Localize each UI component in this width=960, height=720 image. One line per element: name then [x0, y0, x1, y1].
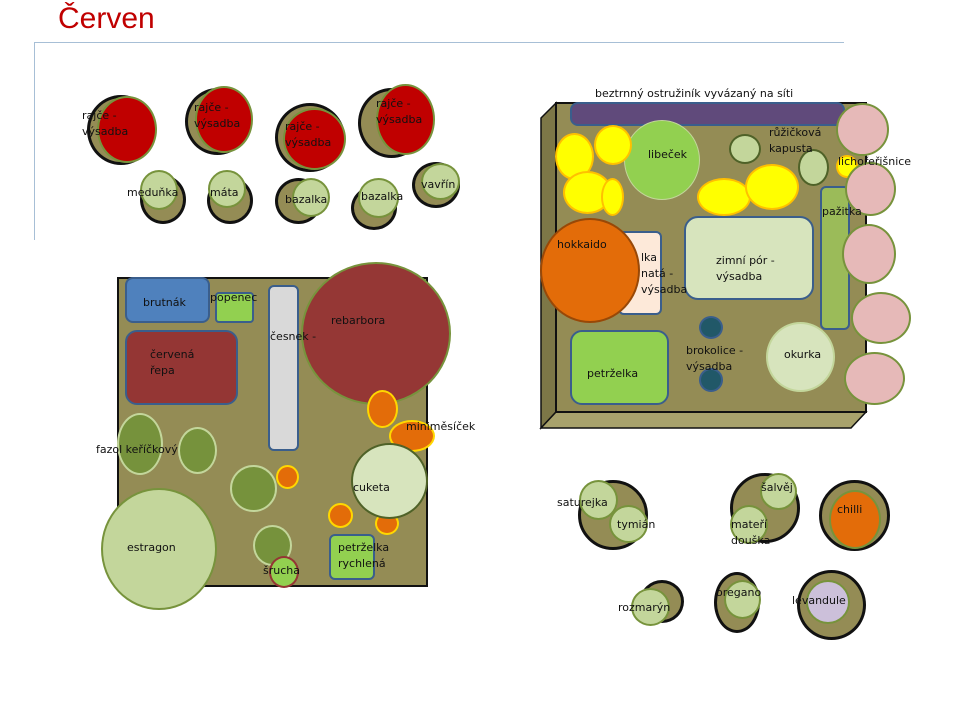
plant-srucha	[269, 556, 299, 588]
plant-lichoreisnice	[845, 162, 896, 216]
plant-lichoreisnice	[851, 292, 911, 344]
plant-label: bazalka	[285, 193, 328, 206]
plant-label: česnek -	[270, 330, 317, 343]
tomato-plant	[195, 86, 253, 153]
tomato-plant	[283, 108, 346, 170]
plant-label: beztrnný ostružiník vyvázaný na síti	[595, 87, 794, 100]
plant-label: saturejka	[557, 496, 608, 509]
page-title: Červen	[58, 2, 155, 35]
bed-brutnak	[125, 277, 210, 323]
plant-brokolice	[699, 316, 723, 339]
plant-label: mateří douška	[731, 518, 771, 547]
herb-plant	[358, 178, 399, 218]
bed-ostruzinik	[570, 102, 845, 126]
plant-libecek	[624, 120, 700, 200]
bed-por	[684, 216, 814, 300]
plant-kapusta	[729, 134, 761, 164]
plant-label: šalvěj	[761, 481, 793, 494]
raised-bed-front	[539, 411, 868, 429]
plant-label: rozmarýn	[618, 601, 671, 614]
herb-plant	[208, 170, 246, 208]
plant-label: popenec	[210, 291, 258, 304]
plant-yellow	[594, 125, 632, 165]
bed-popenec	[215, 292, 254, 323]
herb-plant	[609, 505, 648, 543]
plant-label: červená řepa	[150, 348, 195, 377]
plant-label: zimní pór - výsadba	[716, 254, 775, 283]
plant-lichoreisnice	[836, 103, 889, 156]
plant-label: chilli	[837, 503, 863, 516]
plant-label: rajče - výsadba	[82, 109, 129, 138]
plant-label: lka natá - výsadba	[641, 251, 688, 296]
plant-minimesicek	[367, 390, 398, 428]
plant-minimesicek	[276, 465, 299, 489]
herb-plant	[730, 505, 768, 544]
plant-kapusta	[798, 149, 829, 186]
bed-cesnek	[268, 285, 299, 451]
tomato-plant	[376, 84, 435, 155]
herb-plant	[631, 588, 670, 626]
bed-petrzelka	[570, 330, 669, 405]
plant-label: brutnák	[143, 296, 186, 309]
plant-label: hokkaido	[557, 238, 607, 251]
plant-label: vavřín	[421, 178, 456, 191]
plant-label: miniměsíček	[406, 420, 476, 433]
plant-estragon	[101, 488, 217, 610]
plant-label: libeček	[648, 148, 688, 161]
plant-label: rajče - výsadba	[194, 101, 241, 130]
bed-repa	[125, 330, 238, 405]
plant-minimesicek	[328, 503, 353, 528]
plant-label: estragon	[127, 541, 176, 554]
plant-label: meduňka	[127, 186, 179, 199]
tomato-plant	[97, 96, 157, 163]
herb-plant	[140, 170, 178, 210]
plant-label: petrželka rychlená	[338, 541, 390, 570]
plant-chilli	[829, 490, 881, 549]
plant-label: brokolice - výsadba	[686, 344, 744, 373]
plant-rebarbora	[301, 262, 451, 405]
herb-plant	[421, 163, 460, 200]
plant-label: cuketa	[353, 481, 390, 494]
plant-yellow	[601, 178, 624, 216]
herb-plant	[724, 580, 761, 619]
plant-label: máta	[210, 186, 239, 199]
plant-yellow	[697, 178, 751, 216]
plant-label: rajče - výsadba	[285, 120, 332, 149]
title-divider	[34, 42, 844, 43]
plant-fazol	[178, 427, 217, 474]
plant-label: lichořeřišnice	[838, 155, 912, 168]
plant-label: šrucha	[263, 564, 300, 577]
plant-label: okurka	[784, 348, 822, 361]
plant-label: rebarbora	[331, 314, 386, 327]
plant-label: levandule	[792, 594, 846, 607]
plant-levandule	[806, 580, 850, 624]
herb-plant	[292, 178, 330, 217]
plant-cuketa	[351, 443, 428, 519]
plant-lichoreisnice	[842, 224, 896, 284]
plant-label: fazol keříčkový	[96, 443, 178, 456]
plant-label: tymián	[617, 518, 656, 531]
plant-yellow	[745, 164, 799, 210]
plant-label: oregano	[716, 586, 762, 599]
plant-label: petrželka	[587, 367, 639, 380]
bed-petrzelka-rychlena	[329, 534, 375, 580]
left-divider	[34, 42, 35, 240]
plant-hokkaido	[540, 218, 640, 323]
plant-fazol	[230, 465, 277, 512]
plant-lichoreisnice	[844, 352, 905, 405]
plant-label: růžičková kapusta	[769, 126, 822, 155]
plant-label: bazalka	[361, 190, 404, 203]
plant-label: pažitka	[822, 205, 862, 218]
plant-okurka	[766, 322, 835, 392]
herb-plant	[760, 473, 797, 510]
plant-brokolice	[699, 368, 723, 392]
plant-label: rajče - výsadba	[376, 97, 423, 126]
plant-fazol	[117, 413, 163, 475]
